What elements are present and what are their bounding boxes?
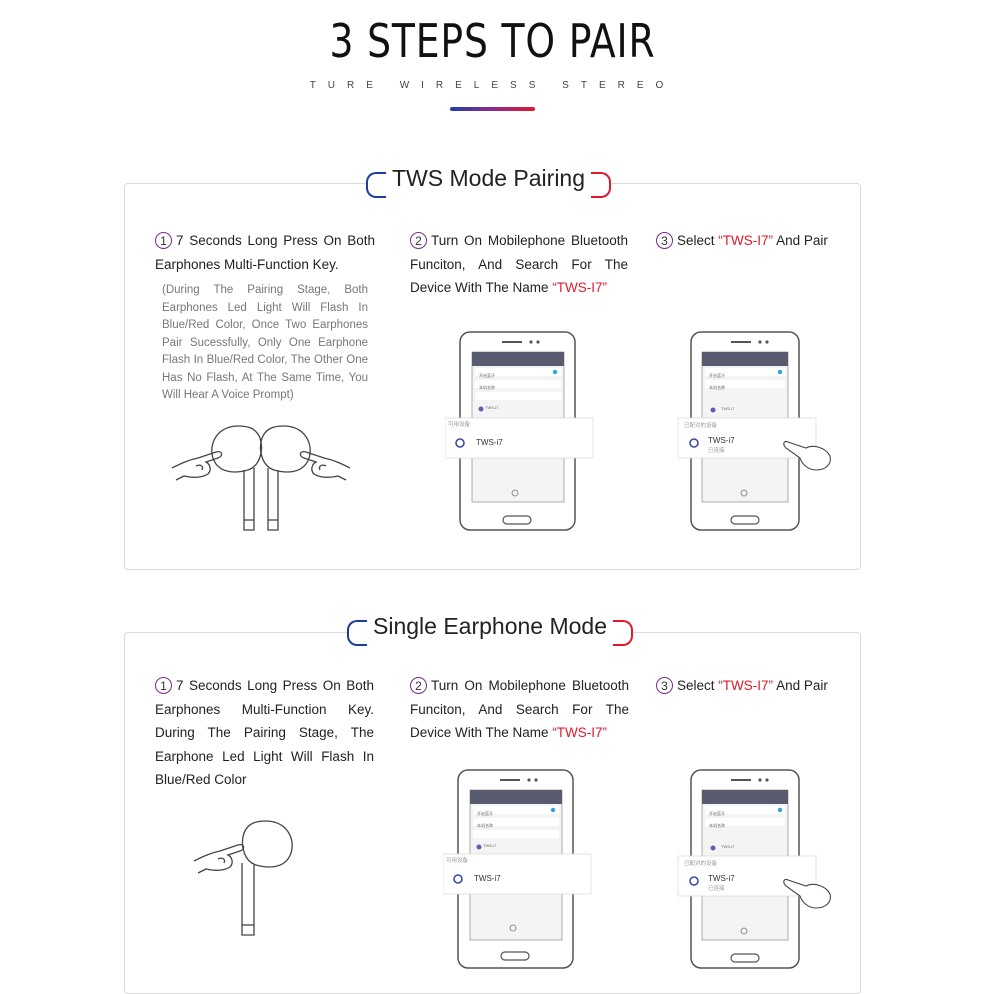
device-name-highlight: “TWS-I7”: [552, 725, 608, 740]
device-list-item[interactable]: TWS-i7: [708, 874, 735, 883]
tws-step-1-note: (During The Pairing Stage, Both Earphone…: [162, 284, 368, 401]
single-step-1-label: 7 Seconds Long Press On Both Earphones M…: [155, 678, 374, 787]
device-list-item[interactable]: TWS-i7: [476, 438, 503, 447]
single-step-3: 3 Select “TWS-I7” And Pair: [656, 674, 856, 698]
single-section-title: Single Earphone Mode: [367, 612, 613, 640]
device-name-highlight: “TWS-I7”: [552, 280, 608, 295]
device-name-label: 本机名称: [477, 823, 493, 828]
phone-select-illustration: 已配对的设备 TWS-i7 已连接 开启蓝牙 本机名称 TWS-i7: [676, 330, 836, 532]
two-earphones-press-illustration: [171, 425, 351, 531]
page-subtitle: TURE WIRELESS STEREO: [309, 80, 676, 91]
heading-bracket-left: [347, 620, 367, 646]
small-device-item: TWS-i7: [721, 406, 735, 411]
device-name-label: 本机名称: [709, 385, 725, 390]
tws-step-1-label: 7 Seconds Long Press On Both Earphones M…: [155, 233, 375, 272]
single-step-3-pre: Select: [677, 678, 715, 693]
single-earphone-press-illustration: [193, 820, 293, 936]
single-step-3-post: And Pair: [776, 678, 828, 693]
paired-devices-label: 已配对的设备: [684, 423, 718, 429]
heading-bracket-right: [613, 620, 633, 646]
tws-step-3-pre: Select: [677, 233, 715, 248]
tws-step-2-label: Turn On Mobilephone Bluetooth Funciton, …: [410, 233, 628, 295]
single-step-3-text: 3 Select “TWS-I7” And Pair: [656, 674, 856, 698]
step-number-2: 2: [410, 232, 427, 249]
device-name-label: 本机名称: [709, 823, 725, 828]
phone-select-illustration: 已配对的设备 TWS-i7 已连接 开启蓝牙 本机名称 TWS-i7: [676, 768, 836, 970]
bt-toggle-label: 开启蓝牙: [479, 373, 495, 378]
tws-section-title: TWS Mode Pairing: [386, 164, 592, 192]
step-number-2: 2: [410, 677, 427, 694]
available-devices-label: 可用设备: [446, 858, 469, 864]
step-number-3: 3: [656, 677, 673, 694]
small-device-item: TWS-i7: [483, 843, 497, 848]
device-name-highlight: “TWS-I7”: [718, 233, 774, 248]
phone-search-illustration: 可用设备 TWS-i7 开启蓝牙 本机名称 TWS-i7: [445, 330, 595, 532]
single-section-heading: Single Earphone Mode: [347, 606, 633, 646]
accent-bar: [450, 107, 535, 111]
device-name-label: 本机名称: [479, 385, 495, 390]
connected-status: 已连接: [708, 886, 725, 892]
single-step-2-label: Turn On Mobilephone Bluetooth Funciton, …: [410, 678, 629, 740]
tws-step-1-note-box: (During The Pairing Stage, Both Earphone…: [162, 282, 368, 405]
small-device-item: TWS-i7: [485, 405, 499, 410]
page-title: 3 STEPS TO PAIR: [329, 14, 656, 68]
small-device-item: TWS-i7: [721, 844, 735, 849]
paired-devices-label: 已配对的设备: [684, 861, 718, 867]
heading-bracket-right: [591, 172, 612, 198]
available-devices-label: 可用设备: [448, 422, 471, 428]
step-number-1: 1: [155, 677, 172, 694]
bt-toggle-label: 开启蓝牙: [709, 373, 725, 378]
connected-status: 已连接: [708, 448, 725, 454]
device-list-item[interactable]: TWS-i7: [708, 436, 735, 445]
tws-step-3-text: 3 Select “TWS-I7” And Pair: [656, 229, 856, 253]
heading-bracket-left: [366, 172, 386, 198]
tws-step-3-post: And Pair: [776, 233, 828, 248]
device-list-item[interactable]: TWS-i7: [474, 874, 501, 883]
bt-toggle-label: 开启蓝牙: [477, 811, 493, 816]
tws-section-heading: TWS Mode Pairing: [366, 158, 612, 198]
step-number-3: 3: [656, 232, 673, 249]
bt-toggle-label: 开启蓝牙: [709, 811, 725, 816]
phone-search-illustration: 可用设备 TWS-i7 开启蓝牙 本机名称 TWS-i7: [443, 768, 593, 970]
device-name-highlight: “TWS-I7”: [718, 678, 774, 693]
tws-step-3: 3 Select “TWS-I7” And Pair: [656, 229, 856, 253]
step-number-1: 1: [155, 232, 172, 249]
